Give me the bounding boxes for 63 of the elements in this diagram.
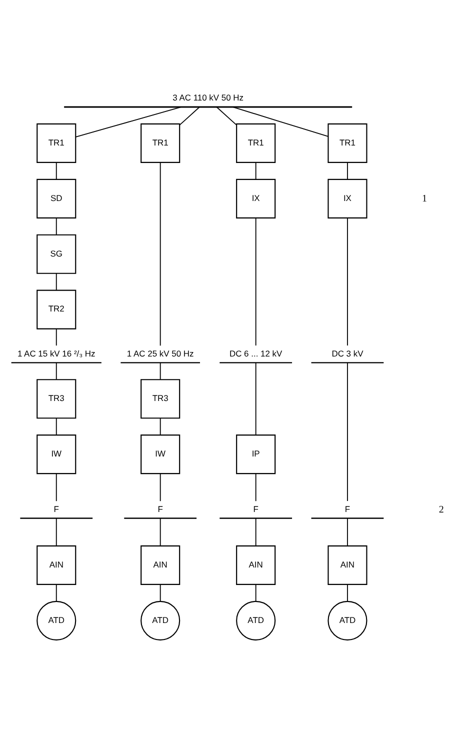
node-text: 3 AC 110 kV 50 Hz (172, 92, 244, 103)
node-circle: ATD (236, 600, 276, 640)
connector (56, 473, 57, 502)
node-text: DC 3 kV (332, 348, 364, 358)
node-box: AIN (140, 545, 180, 586)
node-box: IX (236, 178, 276, 218)
connector (56, 362, 57, 380)
connector (255, 162, 256, 180)
connector (160, 473, 161, 502)
node-box: TR3 (140, 379, 180, 419)
node-box: TR2 (36, 290, 76, 330)
connector (255, 518, 256, 546)
node-box: SD (36, 178, 76, 218)
connector (255, 584, 256, 602)
connector (216, 106, 237, 126)
node-text: F (344, 504, 350, 514)
node-box: AIN (36, 545, 76, 586)
connector (160, 418, 161, 436)
connector (56, 272, 57, 290)
connector (179, 106, 200, 126)
connector (56, 584, 57, 602)
connector (160, 162, 161, 346)
connector (255, 362, 256, 436)
node-box: TR1 (140, 123, 180, 163)
node-box: SG (36, 234, 76, 274)
connector (255, 473, 256, 502)
connector (160, 518, 161, 546)
node-text: F (253, 504, 258, 514)
connector (56, 418, 57, 436)
connector (160, 584, 161, 602)
label: 2 (438, 504, 444, 516)
node-text: F (158, 504, 163, 514)
node-box: IW (36, 434, 76, 474)
connector (347, 584, 348, 602)
connector (347, 162, 348, 180)
connector (232, 106, 329, 137)
connector (347, 218, 348, 346)
node-box: TR1 (328, 123, 368, 163)
node-text: DC 6 ... 12 kV (229, 348, 282, 358)
node-text: F (54, 504, 59, 514)
node-box: IW (140, 434, 180, 474)
connector (75, 106, 182, 138)
node-box: IX (328, 178, 368, 218)
node-circle: ATD (140, 600, 180, 640)
node-box: TR3 (36, 379, 76, 419)
node-circle: ATD (36, 600, 76, 640)
connector (347, 518, 348, 546)
connector (56, 328, 57, 346)
connector (255, 218, 256, 346)
node-box: TR1 (36, 123, 76, 163)
node-text: 1 AC 15 kV 16 ²/₃ Hz (17, 348, 96, 358)
node-box: AIN (328, 545, 368, 586)
connector (56, 518, 57, 546)
node-box: AIN (236, 545, 276, 586)
label: 1 (422, 193, 427, 204)
connector (56, 162, 57, 180)
node-circle: ATD (328, 600, 368, 640)
connector (56, 218, 57, 236)
node-box: IP (236, 434, 276, 474)
node-box: TR1 (236, 123, 276, 163)
connector (160, 362, 161, 380)
node-text: 1 AC 25 kV 50 Hz (126, 348, 194, 358)
connector (347, 362, 348, 502)
